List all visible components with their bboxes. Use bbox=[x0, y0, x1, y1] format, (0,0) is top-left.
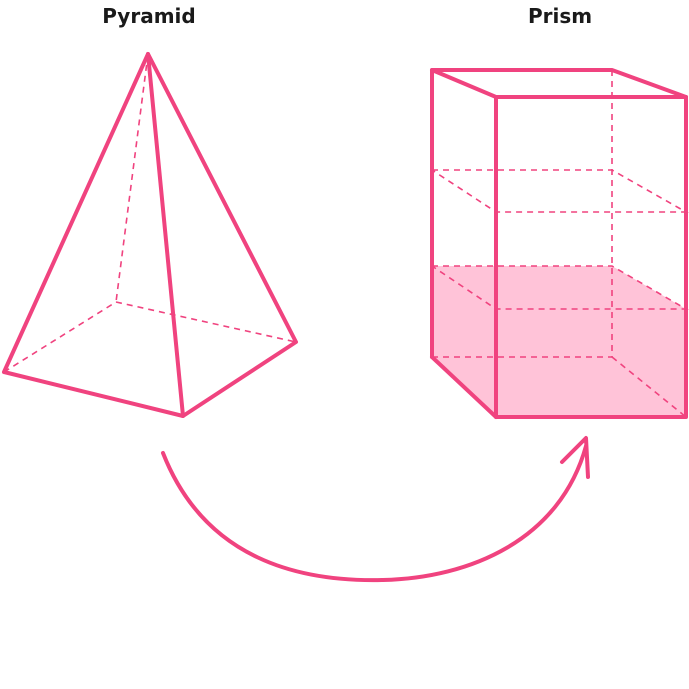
prism bbox=[430, 68, 689, 419]
pyramid-label: Pyramid bbox=[102, 4, 196, 28]
prism-top-face bbox=[430, 68, 688, 99]
prism-front-face bbox=[494, 95, 688, 419]
prism-label: Prism bbox=[527, 4, 593, 28]
pyramid-visible-outline bbox=[2, 52, 298, 418]
prism-liquid-side bbox=[432, 266, 496, 417]
pyramid bbox=[2, 52, 298, 418]
pyramid-front-edge bbox=[146, 52, 185, 418]
prism-cross-section-mid bbox=[431, 169, 689, 213]
arrow-curve bbox=[161, 444, 588, 583]
pyramid-hidden-apex-edge bbox=[115, 53, 149, 303]
pyramid-hidden-base-left-edge bbox=[3, 301, 117, 373]
pyramid-hidden-base-right-edge bbox=[115, 301, 297, 343]
prism-hidden-bottom-right bbox=[611, 356, 687, 418]
arrow-head bbox=[560, 436, 590, 479]
prism-liquid-front bbox=[496, 309, 686, 417]
prism-bottom-left-edge bbox=[430, 355, 498, 419]
transfer-arrow bbox=[161, 436, 590, 583]
